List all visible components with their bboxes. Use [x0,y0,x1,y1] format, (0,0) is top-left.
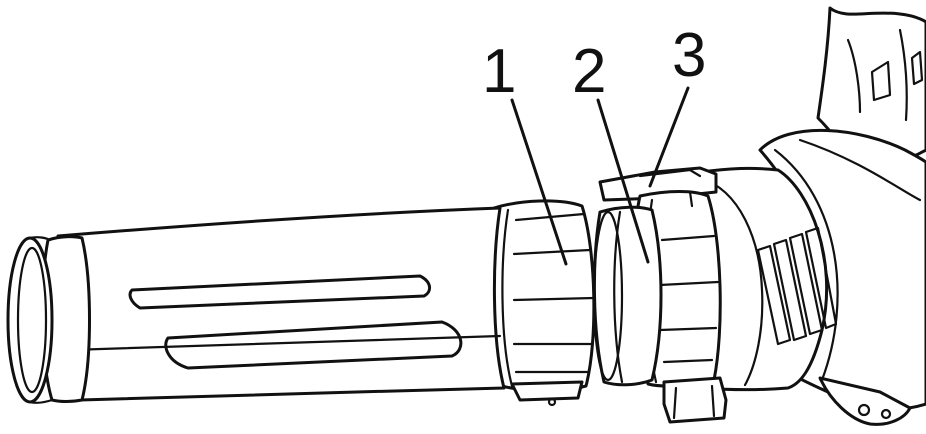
leader-line-3 [648,86,690,188]
callout-label-2: 2 [572,37,606,106]
tube-mouth [6,235,91,404]
connector-ring-part-2 [592,205,663,387]
coupling-collar-part-1 [489,199,596,407]
leader-lines [510,86,690,266]
blower-tube [54,206,506,402]
callout-label-1: 1 [482,37,516,106]
callout-label-3: 3 [672,21,706,90]
leader-line-1 [510,98,568,266]
leader-line-2 [596,98,650,264]
